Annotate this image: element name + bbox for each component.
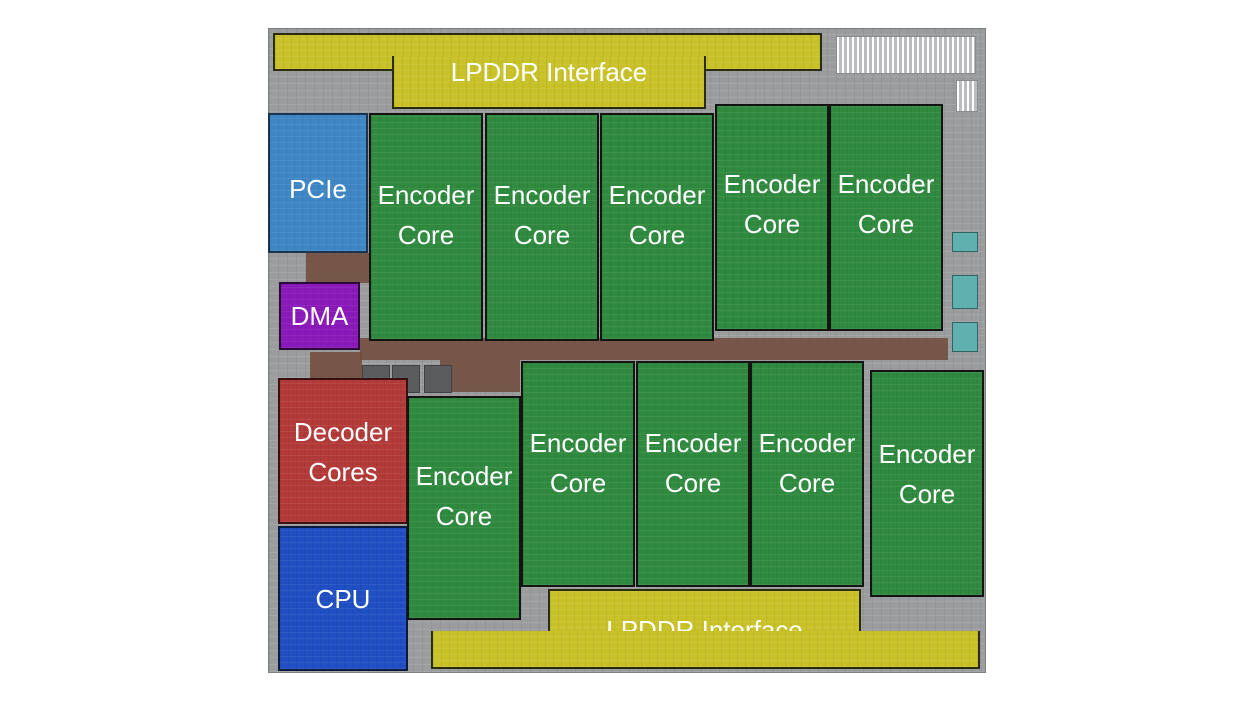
encoder-core-block: Encoder Core: [407, 396, 521, 620]
sram-cell: [424, 365, 452, 393]
encoder-label-line1: Encoder: [377, 180, 475, 210]
encoder-label-line1: Encoder: [837, 169, 935, 199]
lpddr-interface-top: LPDDR Interface: [392, 56, 706, 109]
decoder-label-line2: Cores: [308, 457, 378, 487]
lpddr-top-label: LPDDR Interface: [450, 57, 648, 87]
io-pad-cluster: [956, 80, 978, 112]
encoder-label-line2: Core: [743, 209, 801, 239]
encoder-label-line1: Encoder: [415, 461, 513, 491]
analog-block: [952, 232, 978, 252]
analog-block: [952, 275, 978, 309]
encoder-label-line2: Core: [778, 468, 836, 498]
encoder-label-line2: Core: [898, 479, 956, 509]
encoder-label-line1: Encoder: [608, 180, 706, 210]
lpddr-interface-bottom: LPDDR Interface: [548, 589, 861, 645]
encoder-label-line2: Core: [397, 220, 455, 250]
decoder-label-line1: Decoder: [293, 417, 393, 447]
encoder-label-line2: Core: [664, 468, 722, 498]
encoder-label-line2: Core: [549, 468, 607, 498]
encoder-label-line1: Encoder: [644, 428, 742, 458]
encoder-label-line1: Encoder: [723, 169, 821, 199]
encoder-core-block: Encoder Core: [750, 361, 864, 587]
encoder-label-line2: Core: [857, 209, 915, 239]
encoder-label-line1: Encoder: [878, 439, 976, 469]
decoder-cores-block: Decoder Cores: [278, 378, 408, 524]
analog-block: [952, 322, 978, 352]
encoder-label-line2: Core: [435, 501, 493, 531]
encoder-core-block: Encoder Core: [600, 113, 714, 341]
encoder-core-block: Encoder Core: [485, 113, 599, 341]
dma-label: DMA: [290, 301, 349, 331]
cpu-block: CPU: [278, 526, 408, 671]
logic-area: [310, 352, 362, 382]
logic-area: [360, 338, 948, 360]
dma-block: DMA: [279, 282, 360, 350]
encoder-core-block: Encoder Core: [636, 361, 750, 587]
encoder-label-line2: Core: [513, 220, 571, 250]
encoder-label-line2: Core: [628, 220, 686, 250]
encoder-label-line1: Encoder: [758, 428, 856, 458]
pcie-block: PCIe: [268, 113, 368, 253]
cpu-label: CPU: [315, 583, 371, 614]
encoder-label-line1: Encoder: [493, 180, 591, 210]
encoder-core-block: Encoder Core: [369, 113, 483, 341]
logic-area: [306, 253, 372, 283]
logic-area: [440, 360, 520, 392]
encoder-core-block: Encoder Core: [521, 361, 635, 587]
pcie-label: PCIe: [289, 174, 347, 204]
encoder-core-block: Encoder Core: [829, 104, 943, 331]
encoder-core-block: Encoder Core: [715, 104, 829, 331]
io-pad-cluster: [836, 36, 976, 74]
encoder-label-line1: Encoder: [529, 428, 627, 458]
lpddr-interface-bottom-bar: [431, 631, 980, 669]
encoder-core-block: Encoder Core: [870, 370, 984, 597]
